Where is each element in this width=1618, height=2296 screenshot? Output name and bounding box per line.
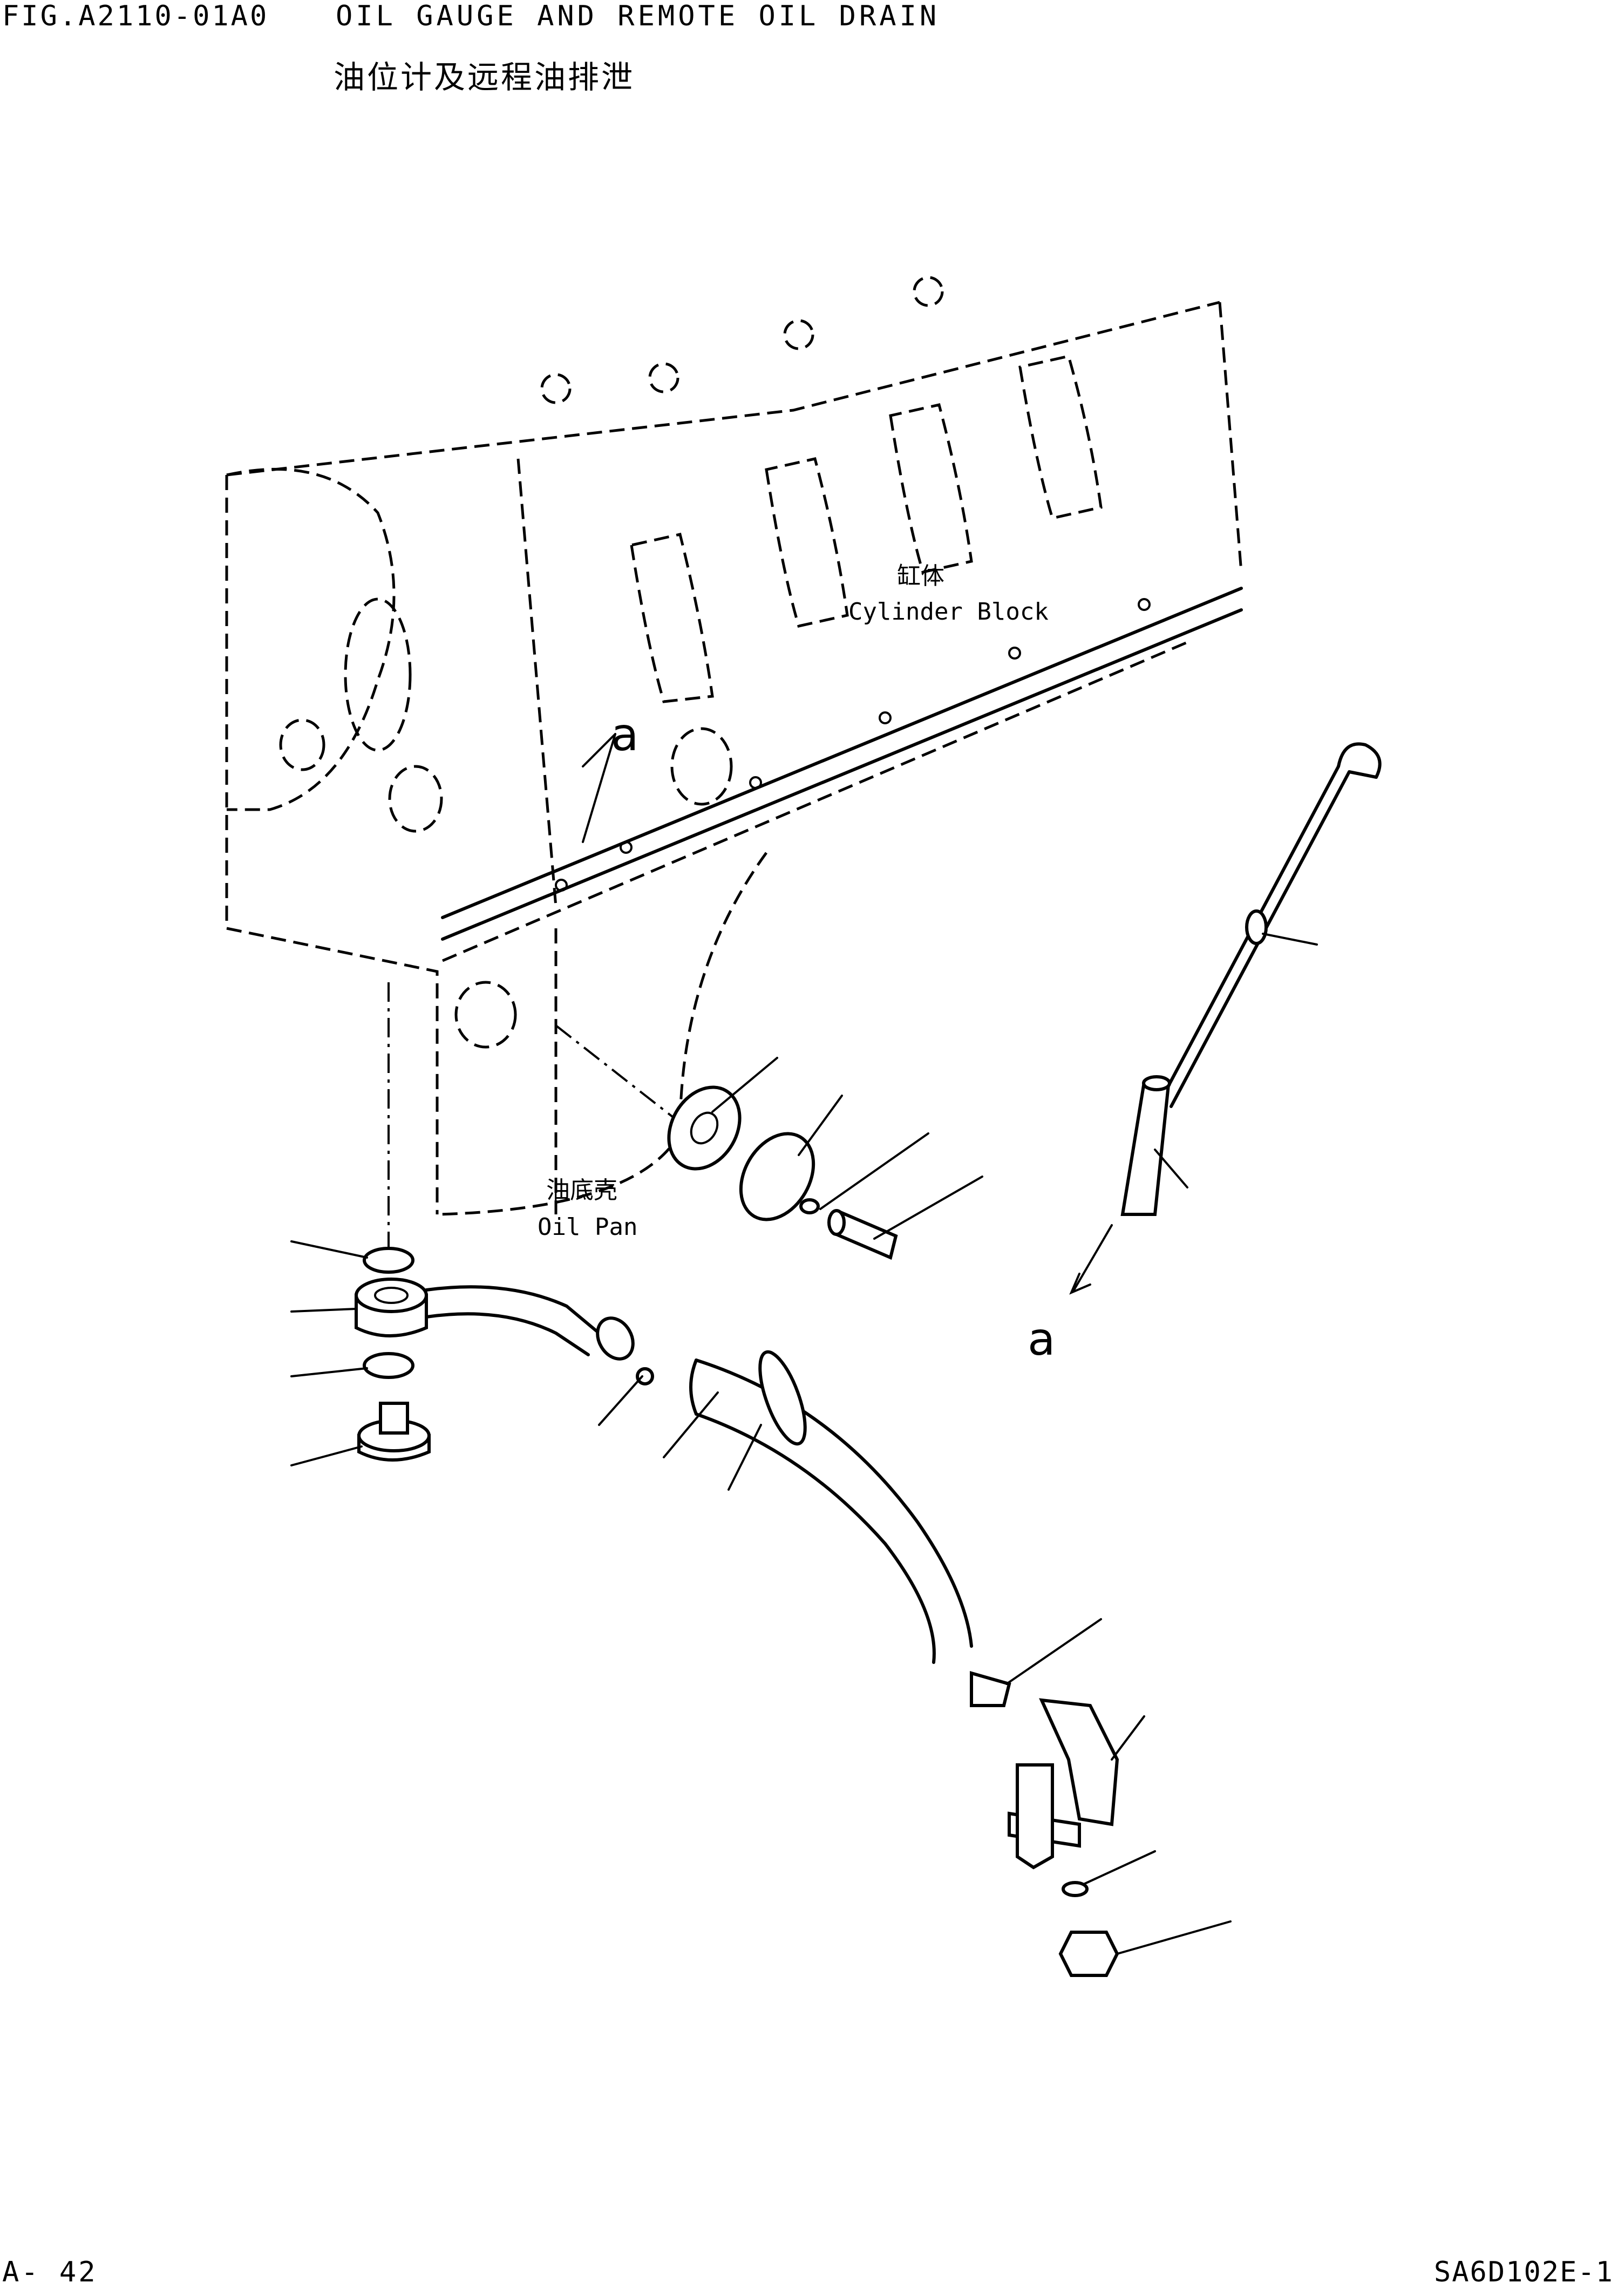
oil-pan-flange-parts bbox=[667, 1085, 898, 1260]
drain-hose-assembly bbox=[355, 1247, 1119, 1977]
cylinder-block-label-en: Cylinder Block bbox=[848, 598, 1049, 626]
reference-marker-a-bottom: a bbox=[1028, 1313, 1055, 1366]
page-number: A- 42 bbox=[2, 2256, 98, 2288]
oil-pan-label-en: Oil Pan bbox=[538, 1213, 637, 1241]
model-code: SA6D102E-1 bbox=[1433, 2256, 1614, 2288]
oil-pan-label-cn: 油底壳 bbox=[546, 1177, 617, 1204]
figure-code: FIG.A2110-01A0 bbox=[2, 0, 269, 32]
dipstick-guide-tube bbox=[1069, 1075, 1171, 1295]
oil-dipstick bbox=[1159, 742, 1382, 1108]
cylinder-block-label-cn: 缸体 bbox=[897, 562, 944, 590]
reference-marker-a-top: a bbox=[611, 708, 638, 761]
figure-title-en: OIL GAUGE AND REMOTE OIL DRAIN bbox=[336, 0, 940, 32]
figure-title-cn: 油位计及远程油排泄 bbox=[334, 59, 635, 96]
leader-lines bbox=[290, 733, 1318, 1955]
